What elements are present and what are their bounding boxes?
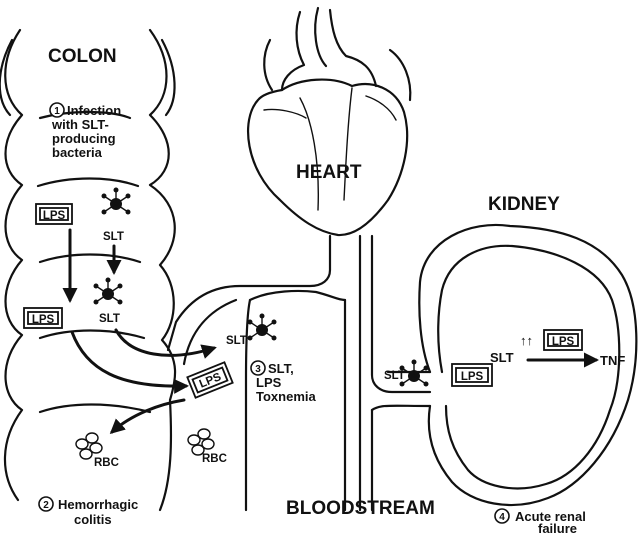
step-4: 4 Acute renal failure	[495, 509, 586, 533]
step-3-line-1: SLT,	[268, 361, 294, 376]
step-2-line-1: Hemorrhagic	[58, 497, 138, 512]
step-1-line-3: producing	[52, 131, 116, 146]
step-4-number: 4	[499, 512, 505, 523]
slt-label-lower: SLT	[99, 313, 120, 325]
colon-label: COLON	[48, 46, 117, 67]
step-2: 2 Hemorrhagic colitis	[39, 497, 138, 527]
step-1-line-4: bacteria	[52, 145, 103, 160]
rbc-label-right: RBC	[202, 453, 227, 465]
up-arrows-label: ↑↑	[520, 333, 533, 348]
step-1-line-2: with SLT-	[51, 117, 109, 132]
step-3-line-2: LPS	[256, 375, 282, 390]
lps-label-kidney: LPS	[552, 336, 575, 348]
step-4-line-2: failure	[538, 521, 577, 533]
lps-label-upper: LPS	[43, 210, 66, 222]
slt-label-kidney-entry: SLT	[384, 370, 405, 382]
tnf-label: TNF	[600, 353, 625, 368]
lps-box-blood: LPS	[187, 362, 232, 397]
slt-label-blood: SLT	[226, 335, 247, 347]
slt-toxin-icon-blood	[248, 314, 277, 341]
step-3-number: 3	[255, 364, 261, 375]
arrow-lps-to-blood	[72, 332, 186, 386]
colon-outline	[0, 30, 175, 510]
lps-label-kidney-entry: LPS	[461, 371, 484, 383]
slt-toxin-icon-lower	[94, 278, 123, 305]
rbc-cluster-right	[188, 429, 214, 455]
step-2-line-2: colitis	[74, 512, 112, 527]
step-2-number: 2	[43, 500, 49, 511]
step-3: 3 SLT, LPS Toxnemia	[251, 361, 316, 404]
step-3-line-3: Toxnemia	[256, 389, 316, 404]
rbc-cluster-left	[76, 433, 102, 459]
kidney-label: KIDNEY	[488, 194, 560, 215]
heart-shape	[248, 8, 410, 235]
lps-label-lower: LPS	[32, 314, 55, 326]
slt-label-upper: SLT	[103, 231, 124, 243]
slt-toxin-icon-upper	[102, 188, 131, 215]
arrow-to-rbc	[112, 400, 184, 432]
step-1: 1 Infection with SLT- producing bacteria	[50, 103, 121, 160]
rbc-label-left: RBC	[94, 457, 119, 469]
bloodstream-label: BLOODSTREAM	[286, 498, 435, 519]
heart-label: HEART	[296, 162, 362, 183]
step-1-number: 1	[54, 106, 60, 117]
step-1-line-1: Infection	[67, 103, 121, 118]
slt-label-kidney: SLT	[490, 350, 514, 365]
